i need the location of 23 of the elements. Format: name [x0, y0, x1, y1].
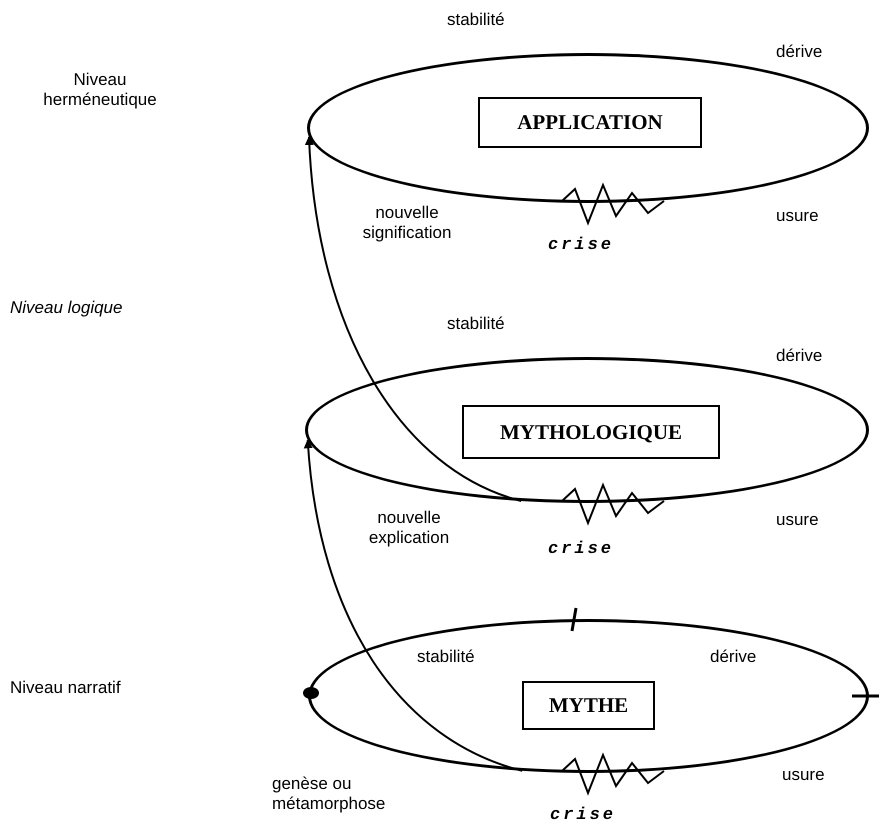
level-label: Niveau logique	[10, 298, 124, 318]
note-label: genèse ou métamorphose	[272, 774, 386, 814]
state-label: stabilité	[447, 10, 505, 30]
state-label: dérive	[776, 346, 822, 366]
level-label: Niveau herméneutique	[42, 70, 158, 110]
concept-box: APPLICATION	[478, 97, 702, 148]
concept-box: MYTHOLOGIQUE	[462, 405, 720, 459]
state-label: usure	[776, 206, 819, 226]
arrow	[305, 136, 522, 502]
concept-box: MYTHE	[522, 681, 655, 730]
arrow	[304, 439, 523, 772]
crisis-label: crise	[550, 806, 616, 826]
crisis-label: crise	[548, 540, 614, 560]
state-label: stabilité	[447, 314, 505, 334]
state-label: usure	[776, 510, 819, 530]
edge-label: nouvelle signification	[362, 203, 452, 243]
state-label: stabilité	[417, 647, 475, 667]
level-label: Niveau narratif	[10, 678, 122, 698]
edge-label: nouvelle explication	[368, 508, 450, 548]
state-label: dérive	[776, 42, 822, 62]
crisis-label: crise	[548, 236, 614, 256]
state-label: usure	[782, 765, 825, 785]
state-label: dérive	[710, 647, 756, 667]
